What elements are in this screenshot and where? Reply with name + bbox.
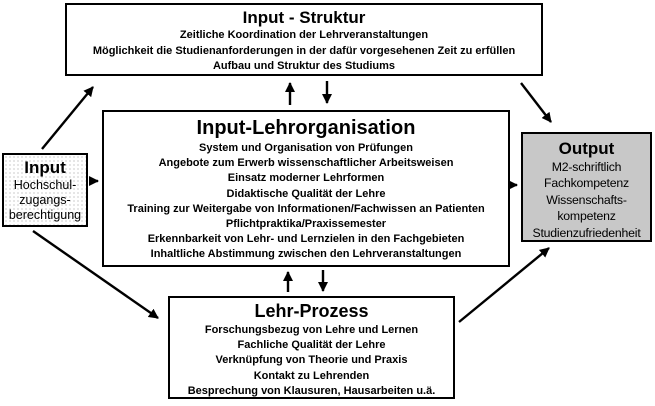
box-output: Output M2-schriftlich Fachkompetenz Wiss…	[521, 132, 652, 242]
box-line: Didaktische Qualität der Lehre	[226, 187, 386, 200]
box-input-lehrorganisation: Input-Lehrorganisation System und Organi…	[102, 110, 510, 267]
box-line: kompetenz	[557, 209, 616, 224]
box-line: Angebote zum Erwerb wissenschaftlicher A…	[158, 157, 454, 170]
box-line: Studienzufriedenheit	[532, 225, 641, 240]
box-title: Lehr-Prozess	[254, 301, 369, 321]
box-input-struktur: Input - Struktur Zeitliche Koordination …	[65, 3, 543, 76]
box-line: Erkennbarkeit von Lehr- und Lernzielen i…	[147, 233, 465, 246]
arrow-struktur-to-output	[520, 82, 552, 123]
box-line: Fachliche Qualität der Lehre	[237, 339, 386, 352]
arrow-input-to-prozess	[32, 230, 159, 319]
box-line: Kontakt zu Lehrenden	[253, 369, 370, 382]
box-input: Input Hochschul- zugangs- berechtigung	[2, 153, 88, 227]
box-line: System und Organisation von Prüfungen	[199, 142, 413, 154]
box-title: Input	[24, 158, 66, 177]
box-line: Training zur Weitergabe von Informatione…	[127, 202, 485, 215]
box-line: Forschungsbezug von Lehre und Lernen	[204, 324, 419, 336]
box-line: berechtigung	[8, 208, 82, 222]
box-line: zugangs-	[19, 193, 71, 207]
arrow-input-to-struktur	[41, 86, 94, 150]
box-line: Möglichkeit die Studienanforderungen in …	[92, 44, 516, 57]
box-title: Input - Struktur	[242, 8, 366, 27]
box-line: M2-schriftlich	[551, 160, 622, 174]
box-title: Output	[558, 139, 615, 158]
box-line: Hochschul-	[13, 178, 77, 192]
arrow-prozess-to-output	[458, 247, 550, 323]
box-line: Inhaltliche Abstimmung zwischen den Lehr…	[150, 248, 462, 261]
box-lehr-prozess: Lehr-Prozess Forschungsbezug von Lehre u…	[168, 296, 455, 399]
box-line: Aufbau und Struktur des Studiums	[212, 60, 396, 72]
box-line: Zeitliche Koordination der Lehrveranstal…	[179, 29, 429, 41]
box-line: Besprechung von Klausuren, Hausarbeiten …	[187, 384, 436, 397]
box-line: Wissenschafts-	[546, 192, 627, 207]
box-line: Verknüpfung von Theorie und Praxis	[215, 354, 408, 367]
box-line: Fachkompetenz	[544, 176, 629, 191]
box-title: Input-Lehrorganisation	[196, 117, 416, 139]
box-line: Einsatz moderner Lehrformen	[227, 172, 385, 185]
box-line: Pflichtpraktika/Praxissemester	[225, 218, 387, 231]
